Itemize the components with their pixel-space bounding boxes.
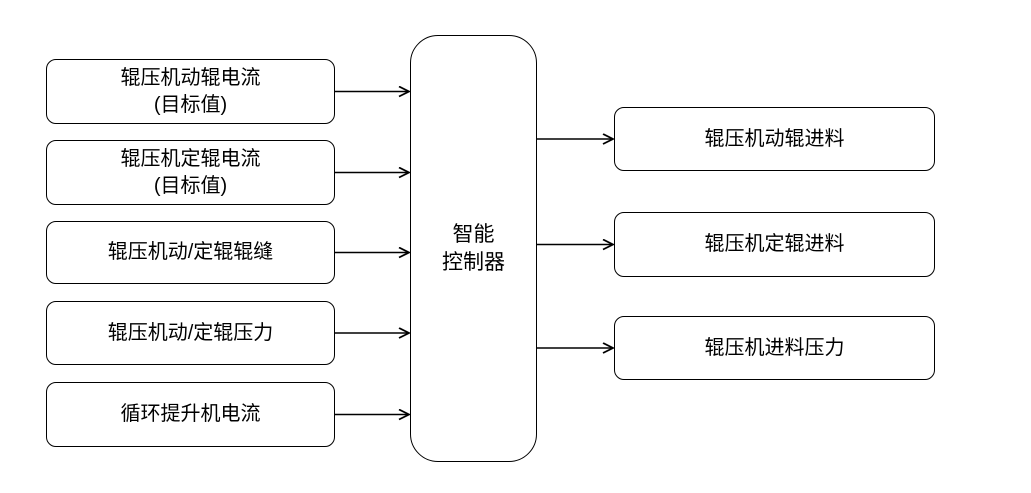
output-box-fixed-roller-feed: 辊压机定辊进料 xyxy=(614,212,935,277)
output-box-feed-pressure: 辊压机进料压力 xyxy=(614,316,935,380)
controller-label-line: 控制器 xyxy=(442,250,505,274)
input-box-roller-gap: 辊压机动/定辊辊缝 xyxy=(46,221,335,284)
output-box-moving-roller-feed: 辊压机动辊进料 xyxy=(614,107,935,171)
input-box-fixed-roller-current-target: 辊压机定辊电流 (目标值) xyxy=(46,140,335,205)
controller-box: 智能 控制器 xyxy=(410,35,537,462)
controller-label-line: 智能 xyxy=(452,222,495,246)
input-label-line: (目标值) xyxy=(153,93,228,116)
input-box-moving-roller-current-target: 辊压机动辊电流 (目标值) xyxy=(46,59,335,124)
input-label-line: 循环提升机电流 xyxy=(120,403,261,425)
input-label-line: 辊压机动/定辊压力 xyxy=(107,321,274,344)
output-label-line: 辊压机动辊进料 xyxy=(704,127,845,150)
input-box-roller-pressure: 辊压机动/定辊压力 xyxy=(46,301,335,365)
input-label-line: 辊压机动/定辊辊缝 xyxy=(107,241,274,263)
output-label-line: 辊压机定辊进料 xyxy=(704,233,845,255)
input-label-line: 辊压机定辊电流 xyxy=(120,147,261,170)
output-label-line: 辊压机进料压力 xyxy=(704,336,845,359)
input-label-line: 辊压机动辊电流 xyxy=(120,66,261,89)
input-box-circulating-elevator-current: 循环提升机电流 xyxy=(46,382,335,447)
input-label-line: (目标值) xyxy=(153,174,228,197)
